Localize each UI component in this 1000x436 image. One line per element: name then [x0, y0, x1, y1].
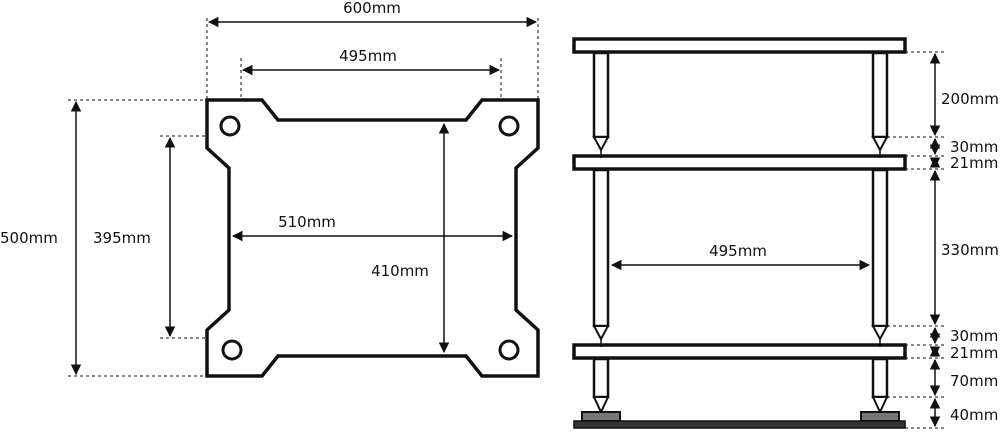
spike-spacing-width-label: 495mm — [339, 47, 397, 65]
spike-hole-top-left — [219, 115, 241, 137]
shelf-top-outline — [205, 98, 540, 378]
spike-bottom-right — [871, 396, 889, 415]
shelf-bottom — [572, 343, 907, 360]
column-bottom-right — [871, 357, 889, 399]
side-view: 495mm 200mm 30mm 21mm 330mm 30mm 21mm 70… — [572, 37, 999, 429]
shelf-middle — [572, 154, 907, 171]
column-top-left — [592, 51, 610, 139]
column-bottom-left — [592, 357, 610, 399]
spike-middle-left — [592, 325, 610, 342]
middle-column-height-label: 330mm — [941, 241, 999, 259]
bottom-column-height-label: 70mm — [950, 372, 998, 390]
spike-hole-bottom-right — [498, 339, 520, 361]
overall-width-label: 600mm — [343, 0, 401, 17]
spike-top-left — [592, 136, 610, 153]
spike-spacing-label: 495mm — [709, 242, 767, 260]
spike-holes — [219, 115, 520, 361]
foot-right — [860, 411, 900, 422]
spike-spacing-depth-label: 395mm — [93, 229, 151, 247]
top-view: 600mm 495mm 500mm 395mm 510mm 410mm — [0, 0, 540, 378]
spike-middle-right — [871, 325, 889, 342]
spike-top-right — [871, 136, 889, 153]
column-middle-right — [871, 168, 889, 328]
column-middle-left — [592, 168, 610, 328]
inner-depth-label: 410mm — [371, 262, 429, 280]
overall-depth-label: 500mm — [0, 229, 58, 247]
column-top-right — [871, 51, 889, 139]
spike-hole-bottom-left — [221, 339, 243, 361]
shelf-1-label: 21mm — [950, 154, 998, 172]
foot-left — [581, 411, 621, 422]
floor-plate — [573, 420, 906, 429]
foot-height-label: 40mm — [950, 406, 998, 424]
spike-bottom-left — [592, 396, 610, 415]
spike-1-label: 30mm — [950, 138, 998, 156]
shelf-2-label: 21mm — [950, 344, 998, 362]
top-column-height-label: 200mm — [941, 90, 999, 108]
inner-width-label: 510mm — [278, 213, 336, 231]
shelf-top — [572, 37, 907, 54]
spike-hole-top-right — [498, 115, 520, 137]
spike-2-label: 30mm — [950, 327, 998, 345]
side-view-extension-lines — [887, 51, 945, 429]
